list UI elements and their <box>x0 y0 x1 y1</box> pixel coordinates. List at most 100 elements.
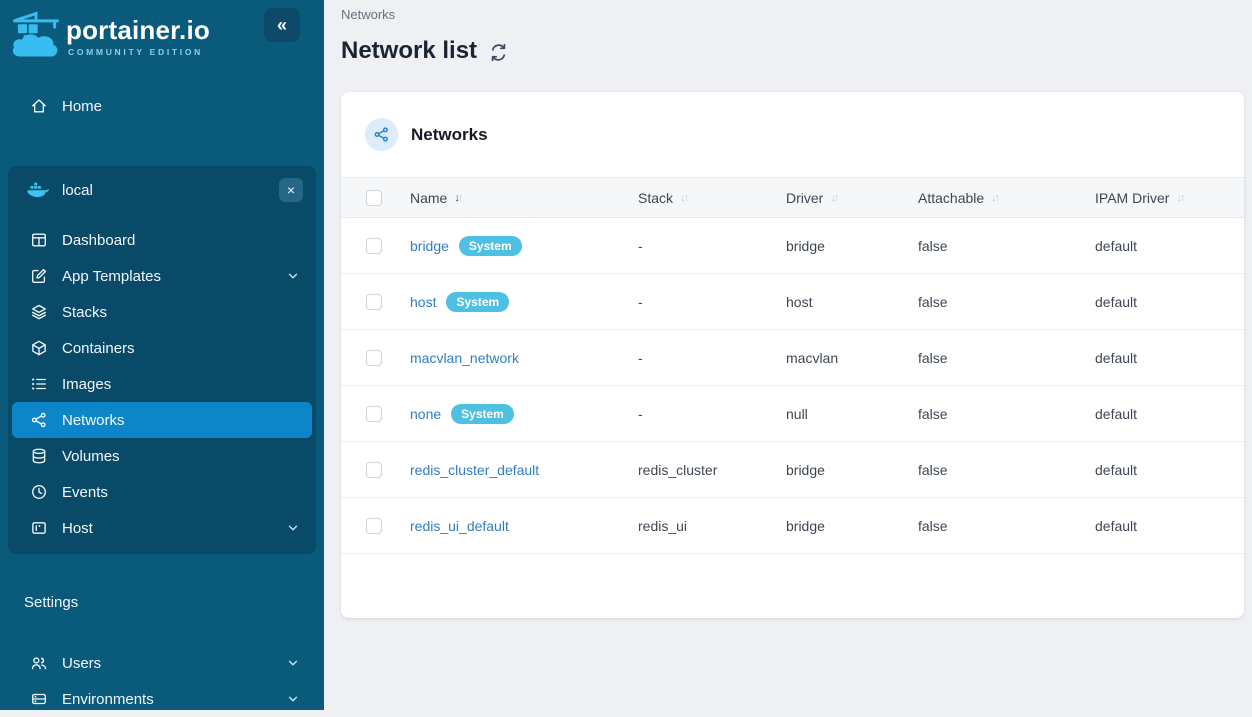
portainer-logo-icon <box>10 10 62 60</box>
sidebar-collapse-button[interactable]: « <box>264 8 300 42</box>
sidebar-item-environments[interactable]: Environments <box>0 681 324 717</box>
row-checkbox[interactable] <box>366 405 382 422</box>
sidebar-item-label: App Templates <box>62 267 161 285</box>
driver-cell: bridge <box>786 517 825 534</box>
column-header-name[interactable]: Name ↓↑ <box>410 190 638 206</box>
sort-icon: ↓↑ <box>1176 191 1185 204</box>
column-label: Driver <box>786 189 824 206</box>
share-icon <box>365 118 398 151</box>
row-checkbox[interactable] <box>366 293 382 310</box>
network-name-link[interactable]: host <box>410 293 437 310</box>
settings-section-label: Settings <box>24 594 79 611</box>
checkbox-cell <box>341 461 410 478</box>
chevron-down-icon <box>286 521 300 535</box>
network-name-link[interactable]: redis_ui_default <box>410 517 509 534</box>
column-label: IPAM Driver <box>1095 189 1170 206</box>
network-name-link[interactable]: none <box>410 405 442 422</box>
checkbox-cell <box>341 189 410 206</box>
column-header-ipam-driver[interactable]: IPAM Driver ↓↑ <box>1095 190 1244 206</box>
app-templates-icon <box>30 267 48 285</box>
checkbox-cell <box>341 517 410 534</box>
attachable-cell: false <box>918 349 948 366</box>
chevron-down-icon <box>286 692 300 706</box>
sidebar-item-events[interactable]: Events <box>12 474 312 510</box>
breadcrumb[interactable]: Networks <box>341 7 396 22</box>
stack-cell: - <box>638 237 643 254</box>
sidebar-item-home[interactable]: Home <box>0 88 324 124</box>
driver-cell: macvlan <box>786 349 839 366</box>
name-cell: none System <box>410 403 638 424</box>
sidebar-item-images[interactable]: Images <box>12 366 312 402</box>
attachable-cell: false <box>918 293 948 310</box>
row-checkbox[interactable] <box>366 237 382 254</box>
sort-icon: ↓↑ <box>454 191 463 204</box>
select-all-checkbox[interactable] <box>366 189 382 206</box>
sidebar-item-app-templates[interactable]: App Templates <box>12 258 312 294</box>
close-icon: × <box>286 182 296 198</box>
column-label: Stack <box>638 189 674 206</box>
environment-header[interactable]: local × <box>12 172 312 208</box>
ipam-driver-cell: default <box>1095 349 1138 366</box>
network-name-link[interactable]: bridge <box>410 237 449 254</box>
sidebar-item-label: Containers <box>62 339 135 357</box>
home-icon <box>30 97 48 115</box>
row-checkbox[interactable] <box>366 349 382 366</box>
volumes-icon <box>30 447 48 465</box>
table-row: macvlan_network - macvlan false default <box>341 330 1244 386</box>
sidebar-item-host[interactable]: Host <box>12 510 312 546</box>
events-icon <box>30 483 48 501</box>
attachable-cell: false <box>918 237 948 254</box>
sidebar-item-label: Volumes <box>62 447 120 465</box>
sidebar-item-stacks[interactable]: Stacks <box>12 294 312 330</box>
sidebar-item-volumes[interactable]: Volumes <box>12 438 312 474</box>
system-badge: System <box>451 403 514 424</box>
stack-cell: - <box>638 349 643 366</box>
network-name-link[interactable]: redis_cluster_default <box>410 461 540 478</box>
network-name-link[interactable]: macvlan_network <box>410 349 519 366</box>
sidebar-item-networks[interactable]: Networks <box>12 402 312 438</box>
page-title-row: Network list <box>341 36 1252 66</box>
sidebar-item-containers[interactable]: Containers <box>12 330 312 366</box>
checkbox-cell <box>341 293 410 310</box>
dashboard-icon <box>30 231 48 249</box>
brand-text: portainer.io COMMUNITY EDITION <box>66 17 210 57</box>
sidebar-item-label: Images <box>62 375 112 393</box>
system-badge: System <box>458 235 522 256</box>
sidebar-item-label: Networks <box>62 411 125 429</box>
ipam-driver-cell: default <box>1095 293 1138 310</box>
sidebar-item-label: Home <box>62 97 103 115</box>
driver-cell: host <box>786 293 813 310</box>
ipam-driver-cell: default <box>1095 237 1138 254</box>
sidebar-item-users[interactable]: Users <box>0 645 324 681</box>
name-cell: redis_ui_default <box>410 518 638 534</box>
checkbox-cell <box>341 237 410 254</box>
environment-name: local <box>62 181 93 199</box>
networks-icon <box>30 411 48 429</box>
sidebar-item-label: Dashboard <box>62 231 136 249</box>
host-icon <box>30 519 48 537</box>
page-title: Network list <box>341 37 478 64</box>
refresh-icon[interactable] <box>488 42 509 63</box>
column-header-driver[interactable]: Driver ↓↑ <box>786 190 918 206</box>
sidebar-item-label: Stacks <box>62 303 108 321</box>
images-icon <box>30 375 48 393</box>
column-header-attachable[interactable]: Attachable ↓↑ <box>918 190 1095 206</box>
chevron-down-icon <box>286 269 300 283</box>
ipam-driver-cell: default <box>1095 405 1138 422</box>
row-checkbox[interactable] <box>366 461 382 478</box>
main-content: Networks Network list Networks <box>324 0 1252 710</box>
attachable-cell: false <box>918 461 948 478</box>
column-header-stack[interactable]: Stack ↓↑ <box>638 190 786 206</box>
sidebar-item-dashboard[interactable]: Dashboard <box>12 222 312 258</box>
attachable-cell: false <box>918 517 948 534</box>
row-checkbox[interactable] <box>366 517 382 534</box>
environment-close-button[interactable]: × <box>279 178 303 202</box>
sort-icon: ↓↑ <box>830 191 839 204</box>
sidebar-item-label: Users <box>62 654 102 672</box>
stack-cell: redis_ui <box>638 517 688 534</box>
